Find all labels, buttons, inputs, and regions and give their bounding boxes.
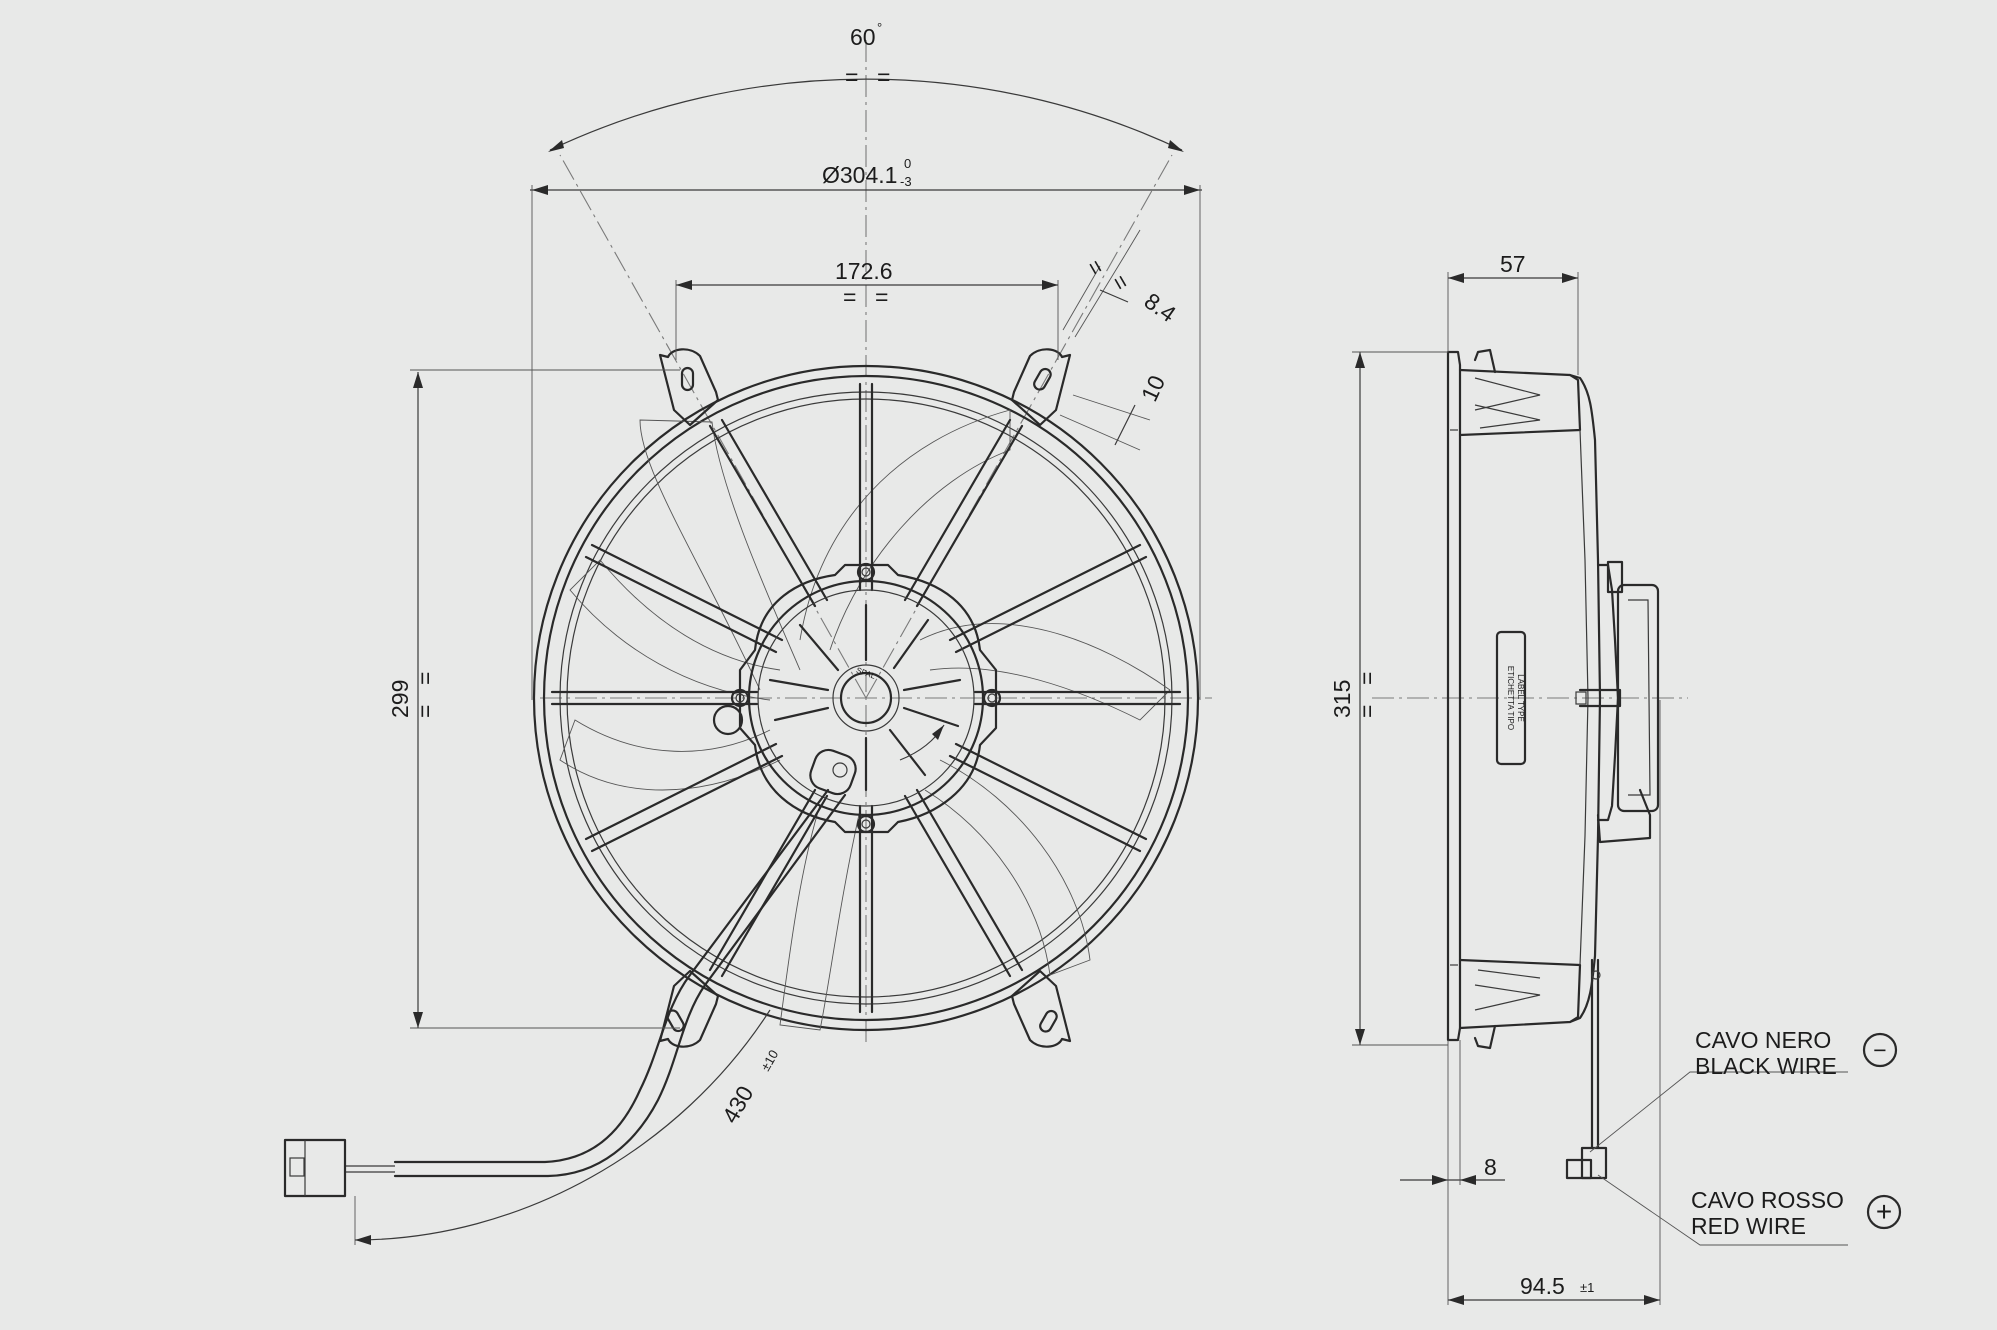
diameter-tolerance-bottom: -3 <box>900 174 912 189</box>
side-shroud-top <box>1458 368 1582 437</box>
side-motor-back <box>1616 583 1660 813</box>
depth-value: 57 <box>1500 251 1526 277</box>
mount-spacing-equal-right: = <box>875 284 888 310</box>
cable-and-connector <box>283 788 847 1198</box>
front-view: SPAL <box>283 40 1212 1198</box>
height-side-value: 315 <box>1329 680 1355 718</box>
side-connector-terminal <box>1580 1146 1608 1180</box>
fan-guard-ring <box>559 391 1173 1005</box>
red-wire-leader <box>1597 1174 1848 1246</box>
fan-guard-ring-inner <box>566 398 1166 998</box>
fan-spokes <box>550 382 1182 1014</box>
side-flange <box>1446 350 1462 1042</box>
flange-value: 8 <box>1484 1154 1497 1180</box>
minus-circle <box>1862 1032 1898 1068</box>
angle-centerline-right <box>865 154 1173 699</box>
side-shroud-bottom <box>1458 958 1582 1030</box>
height-side-equal-left: = <box>1354 705 1380 718</box>
diameter-value: Ø304.1 <box>822 162 897 188</box>
black-wire-label-it: CAVO NERO <box>1695 1027 1831 1053</box>
black-wire-leader <box>1589 1071 1848 1153</box>
mounting-ear-top-left <box>658 348 720 427</box>
black-wire-label-en: BLACK WIRE <box>1695 1053 1837 1079</box>
red-wire-label-it: CAVO ROSSO <box>1691 1187 1844 1213</box>
mounting-ear-bottom-right <box>1010 969 1072 1048</box>
mounting-ear-top-right <box>1010 348 1072 427</box>
connector-plug <box>283 1138 347 1198</box>
front-view-dimensions <box>354 78 1202 1245</box>
mount-spacing-equal-left: = <box>843 284 856 310</box>
plus-circle <box>1866 1194 1902 1230</box>
fan-outer-ring-inner-edge <box>542 374 1190 1022</box>
height-front-equal-right: = <box>412 672 438 685</box>
total-depth-value: 94.5 <box>1520 1273 1565 1299</box>
angle-equal-right: = <box>877 64 890 90</box>
plus-symbol: + <box>1876 1196 1892 1227</box>
slot-equal-left: = <box>1081 255 1110 280</box>
angle-unit: ° <box>877 20 882 35</box>
fan-outer-ring <box>532 364 1200 1032</box>
angle-equal-left: = <box>845 64 858 90</box>
angle-dimension-arc <box>549 78 1183 151</box>
slot-width-value: 8.4 <box>1140 288 1181 328</box>
label-plate <box>1495 630 1527 766</box>
label-plate-text-en: LABEL TYPE <box>1516 674 1525 722</box>
cable-length-dimension-arc <box>354 1009 771 1241</box>
motor-housing <box>712 562 1002 834</box>
cable-length-value: 430 <box>717 1081 759 1127</box>
label-plate-text-it: ETICHETTA TIPO <box>1506 666 1515 730</box>
height-front-value: 299 <box>387 680 413 718</box>
fan-blades <box>559 409 1171 1031</box>
mounting-ear-bottom-left <box>658 969 720 1048</box>
angle-value: 60 <box>850 24 876 50</box>
side-connector-body <box>1565 1158 1593 1180</box>
diameter-tolerance-top: 0 <box>904 156 911 171</box>
total-depth-tolerance: ±1 <box>1580 1280 1594 1295</box>
side-motor-cap-top <box>1606 560 1624 594</box>
side-view <box>1372 348 1688 1180</box>
red-wire-label-en: RED WIRE <box>1691 1213 1806 1239</box>
angle-centerline-left <box>559 154 867 699</box>
slot-equal-right: = <box>1106 270 1135 295</box>
height-side-equal-right: = <box>1354 672 1380 685</box>
side-shroud-outer <box>1568 373 1602 1024</box>
side-view-dimensions <box>1352 272 1902 1305</box>
mount-spacing-value: 172.6 <box>835 258 893 284</box>
minus-symbol: − <box>1873 1037 1886 1063</box>
height-front-equal-left: = <box>412 705 438 718</box>
cable-length-tolerance: ±10 <box>758 1047 782 1073</box>
slot-length-value: 10 <box>1136 371 1170 405</box>
